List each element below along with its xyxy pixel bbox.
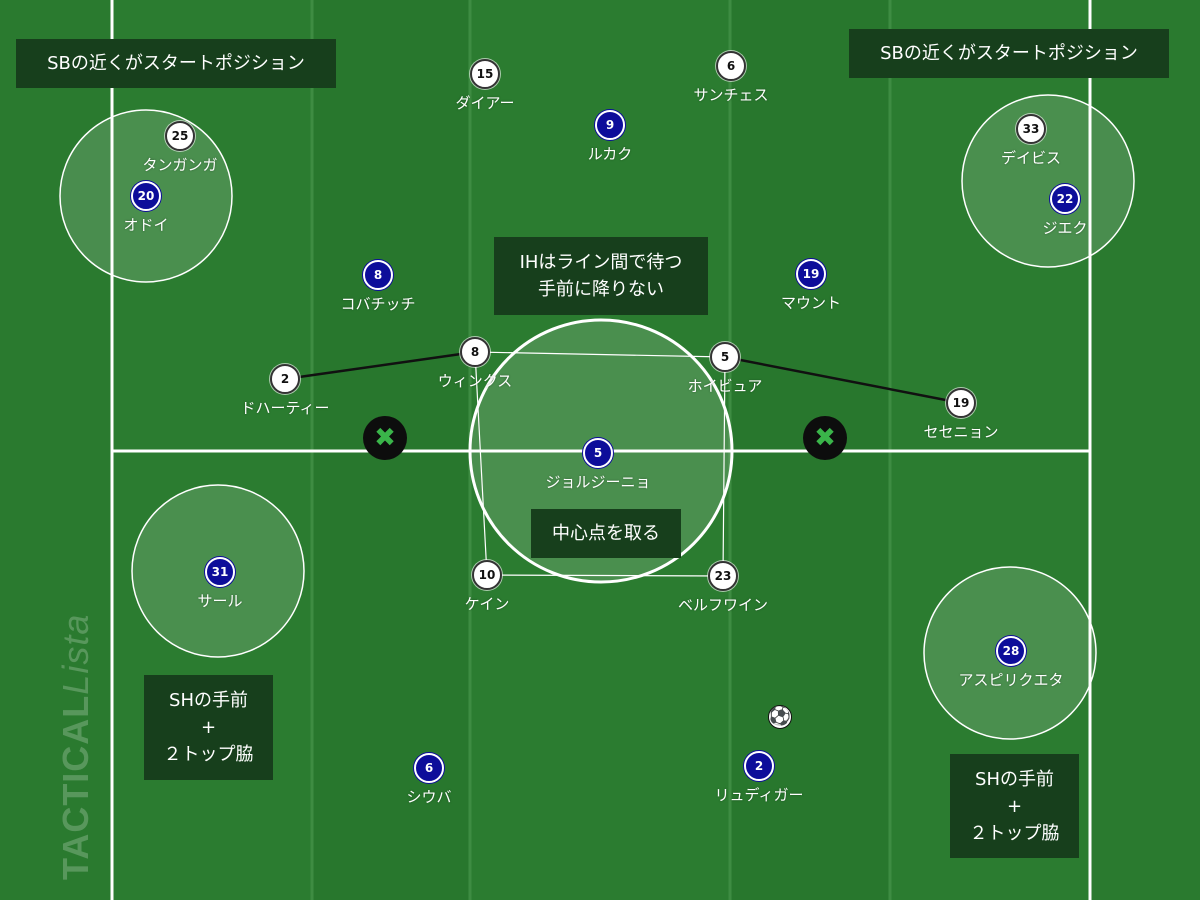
player-name: マウント: [780, 294, 841, 312]
player-number: 5: [710, 342, 740, 372]
note-text: ２トップ脇: [163, 744, 254, 765]
note-text: IHはライン間で待つ: [519, 252, 683, 273]
player-name: ドハーティー: [240, 399, 330, 417]
note-text: +: [1006, 795, 1023, 817]
player-name: ホイビュア: [687, 377, 763, 395]
player-name: ルカク: [587, 145, 633, 163]
player-name: ケイン: [464, 595, 510, 613]
player-number: 31: [205, 557, 235, 587]
player-name: ウィンクス: [437, 372, 513, 390]
player-name: セセニョン: [923, 423, 999, 441]
player-number: 5: [583, 438, 613, 468]
watermark-text: TACTICAL: [55, 694, 96, 880]
pass-line-right: [724, 355, 962, 405]
player-name: シウバ: [406, 788, 452, 806]
player-name: デイビス: [1000, 149, 1061, 167]
player-number: 22: [1050, 184, 1080, 214]
note-text: +: [200, 717, 217, 738]
note-sb-left: SBの近くがスタートポジション: [16, 39, 336, 88]
note-sh-right: SHの手前 + ２トップ脇: [950, 754, 1079, 858]
player-name: ベルフワイン: [677, 596, 768, 614]
player-number: 6: [414, 753, 444, 783]
player-number: 9: [595, 110, 625, 140]
player-number: 19: [946, 388, 976, 418]
player-number: 25: [165, 121, 195, 151]
player-number: 2: [270, 364, 300, 394]
player-number: 10: [472, 560, 502, 590]
x-mark-icon: ✖: [803, 416, 847, 460]
note-text: SHの手前: [169, 690, 248, 711]
player-number: 28: [996, 636, 1026, 666]
player-name: ジエク: [1042, 219, 1088, 237]
player-name: オドイ: [123, 216, 169, 234]
watermark-text: L: [55, 673, 96, 695]
note-text: SHの手前: [975, 768, 1054, 790]
player-name: コバチッチ: [340, 295, 416, 313]
player-name: アスピリクエタ: [958, 671, 1064, 689]
player-name: サール: [197, 592, 243, 610]
zone-circle-top-right: [961, 94, 1135, 268]
watermark-logo: TACTICALLista: [55, 614, 97, 880]
player-number: 19: [796, 259, 826, 289]
player-name: タンガンガ: [142, 156, 218, 174]
note-text: SBの近くがスタートポジション: [880, 43, 1138, 64]
player-number: 8: [460, 337, 490, 367]
player-number: 15: [470, 59, 500, 89]
watermark-text: ista: [55, 613, 96, 674]
note-text: 手前に降りない: [538, 279, 664, 300]
note-text: 中心点を取る: [552, 523, 660, 544]
note-sb-right: SBの近くがスタートポジション: [849, 29, 1169, 78]
player-number: 6: [716, 51, 746, 81]
note-text: SBの近くがスタートポジション: [47, 53, 305, 74]
soccer-ball-icon: ⚽: [768, 705, 792, 729]
note-sh-left: SHの手前 + ２トップ脇: [144, 675, 273, 780]
note-ih: IHはライン間で待つ 手前に降りない: [494, 237, 708, 315]
pass-line-left: [284, 350, 476, 381]
note-text: ２トップ脇: [969, 822, 1060, 844]
player-number: 2: [744, 751, 774, 781]
player-number: 20: [131, 181, 161, 211]
player-name: サンチェス: [693, 86, 769, 104]
player-name: ジョルジーニョ: [545, 473, 651, 491]
player-number: 8: [363, 260, 393, 290]
player-number: 33: [1016, 114, 1046, 144]
note-center: 中心点を取る: [531, 509, 681, 558]
player-name: ダイアー: [455, 94, 515, 112]
player-number: 23: [708, 561, 738, 591]
player-name: リュディガー: [714, 786, 804, 804]
x-mark-icon: ✖: [363, 416, 407, 460]
